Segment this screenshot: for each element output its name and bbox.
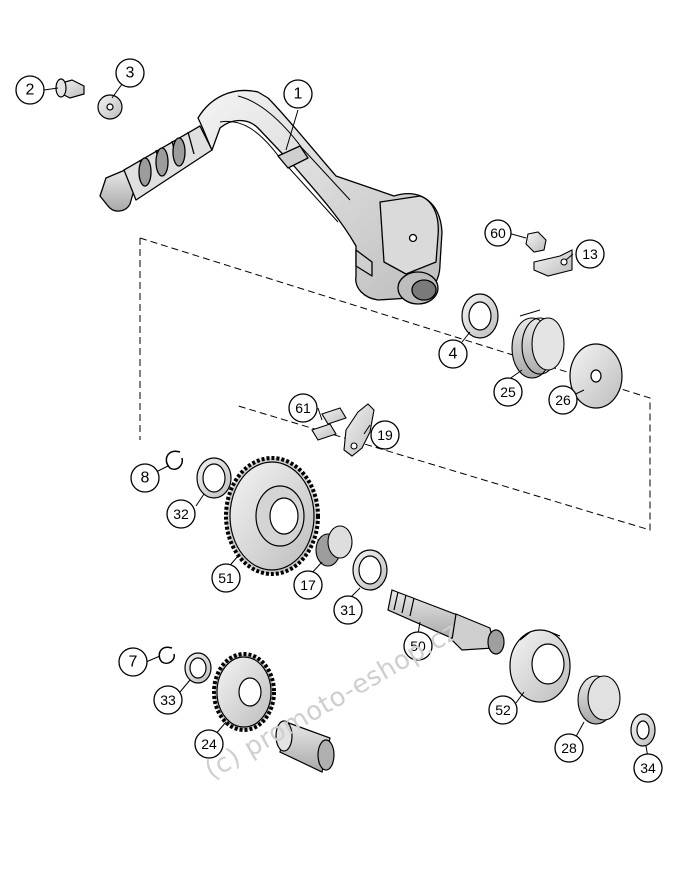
callout-circles bbox=[15, 58, 663, 783]
callout-33: 33 bbox=[160, 692, 176, 708]
callout-7: 7 bbox=[129, 654, 138, 671]
callout-3: 3 bbox=[126, 65, 135, 82]
callout-26: 26 bbox=[555, 392, 571, 408]
callout-19: 19 bbox=[377, 427, 393, 443]
washer-part-31 bbox=[352, 549, 388, 591]
assembly-guide-lines bbox=[139, 237, 651, 531]
bracket-part-13 bbox=[533, 249, 573, 277]
pin-shaft-part bbox=[275, 720, 335, 773]
washer-part-3 bbox=[97, 94, 123, 120]
ratchet-lever-part-19 bbox=[343, 403, 375, 457]
callout-24: 24 bbox=[201, 736, 217, 752]
washer-part-4 bbox=[461, 293, 499, 339]
gear-part-51 bbox=[224, 456, 320, 576]
callout-51: 51 bbox=[218, 570, 234, 586]
leader-lines bbox=[43, 72, 649, 759]
callout-34: 34 bbox=[640, 760, 656, 776]
callout-32: 32 bbox=[173, 506, 189, 522]
washer-part-33 bbox=[184, 652, 212, 684]
callout-61: 61 bbox=[295, 400, 311, 416]
callout-2: 2 bbox=[26, 82, 35, 99]
callout-13: 13 bbox=[582, 246, 598, 262]
spring-part-25 bbox=[511, 309, 565, 379]
callout-52: 52 bbox=[495, 702, 511, 718]
callout-25: 25 bbox=[500, 384, 516, 400]
gear-part-24 bbox=[212, 652, 276, 732]
callout-31: 31 bbox=[340, 602, 356, 618]
washer-part-32 bbox=[196, 457, 232, 499]
callout-8: 8 bbox=[141, 470, 150, 487]
shaft-part-50 bbox=[387, 589, 505, 655]
callout-labels: 2 3 1 60 13 4 25 26 61 19 8 32 51 17 31 … bbox=[26, 65, 656, 777]
disc-part-26 bbox=[569, 343, 623, 409]
bolt-part-60 bbox=[525, 231, 547, 253]
callout-28: 28 bbox=[561, 740, 577, 756]
callout-50: 50 bbox=[410, 638, 426, 654]
callout-1: 1 bbox=[294, 86, 303, 103]
callout-17: 17 bbox=[300, 577, 316, 593]
callout-60: 60 bbox=[490, 225, 506, 241]
bolt-part-2 bbox=[55, 78, 85, 99]
kick-start-lever-part bbox=[99, 89, 443, 305]
pin-part-61 bbox=[311, 407, 347, 441]
ratchet-gear-part-52 bbox=[509, 629, 571, 703]
spring-part-28 bbox=[577, 675, 621, 725]
circlip-part-7 bbox=[158, 646, 176, 665]
washer-part-34 bbox=[630, 713, 656, 747]
circlip-part-8 bbox=[165, 450, 184, 470]
callout-4: 4 bbox=[449, 346, 458, 363]
needle-bearing-part-17 bbox=[315, 525, 353, 567]
